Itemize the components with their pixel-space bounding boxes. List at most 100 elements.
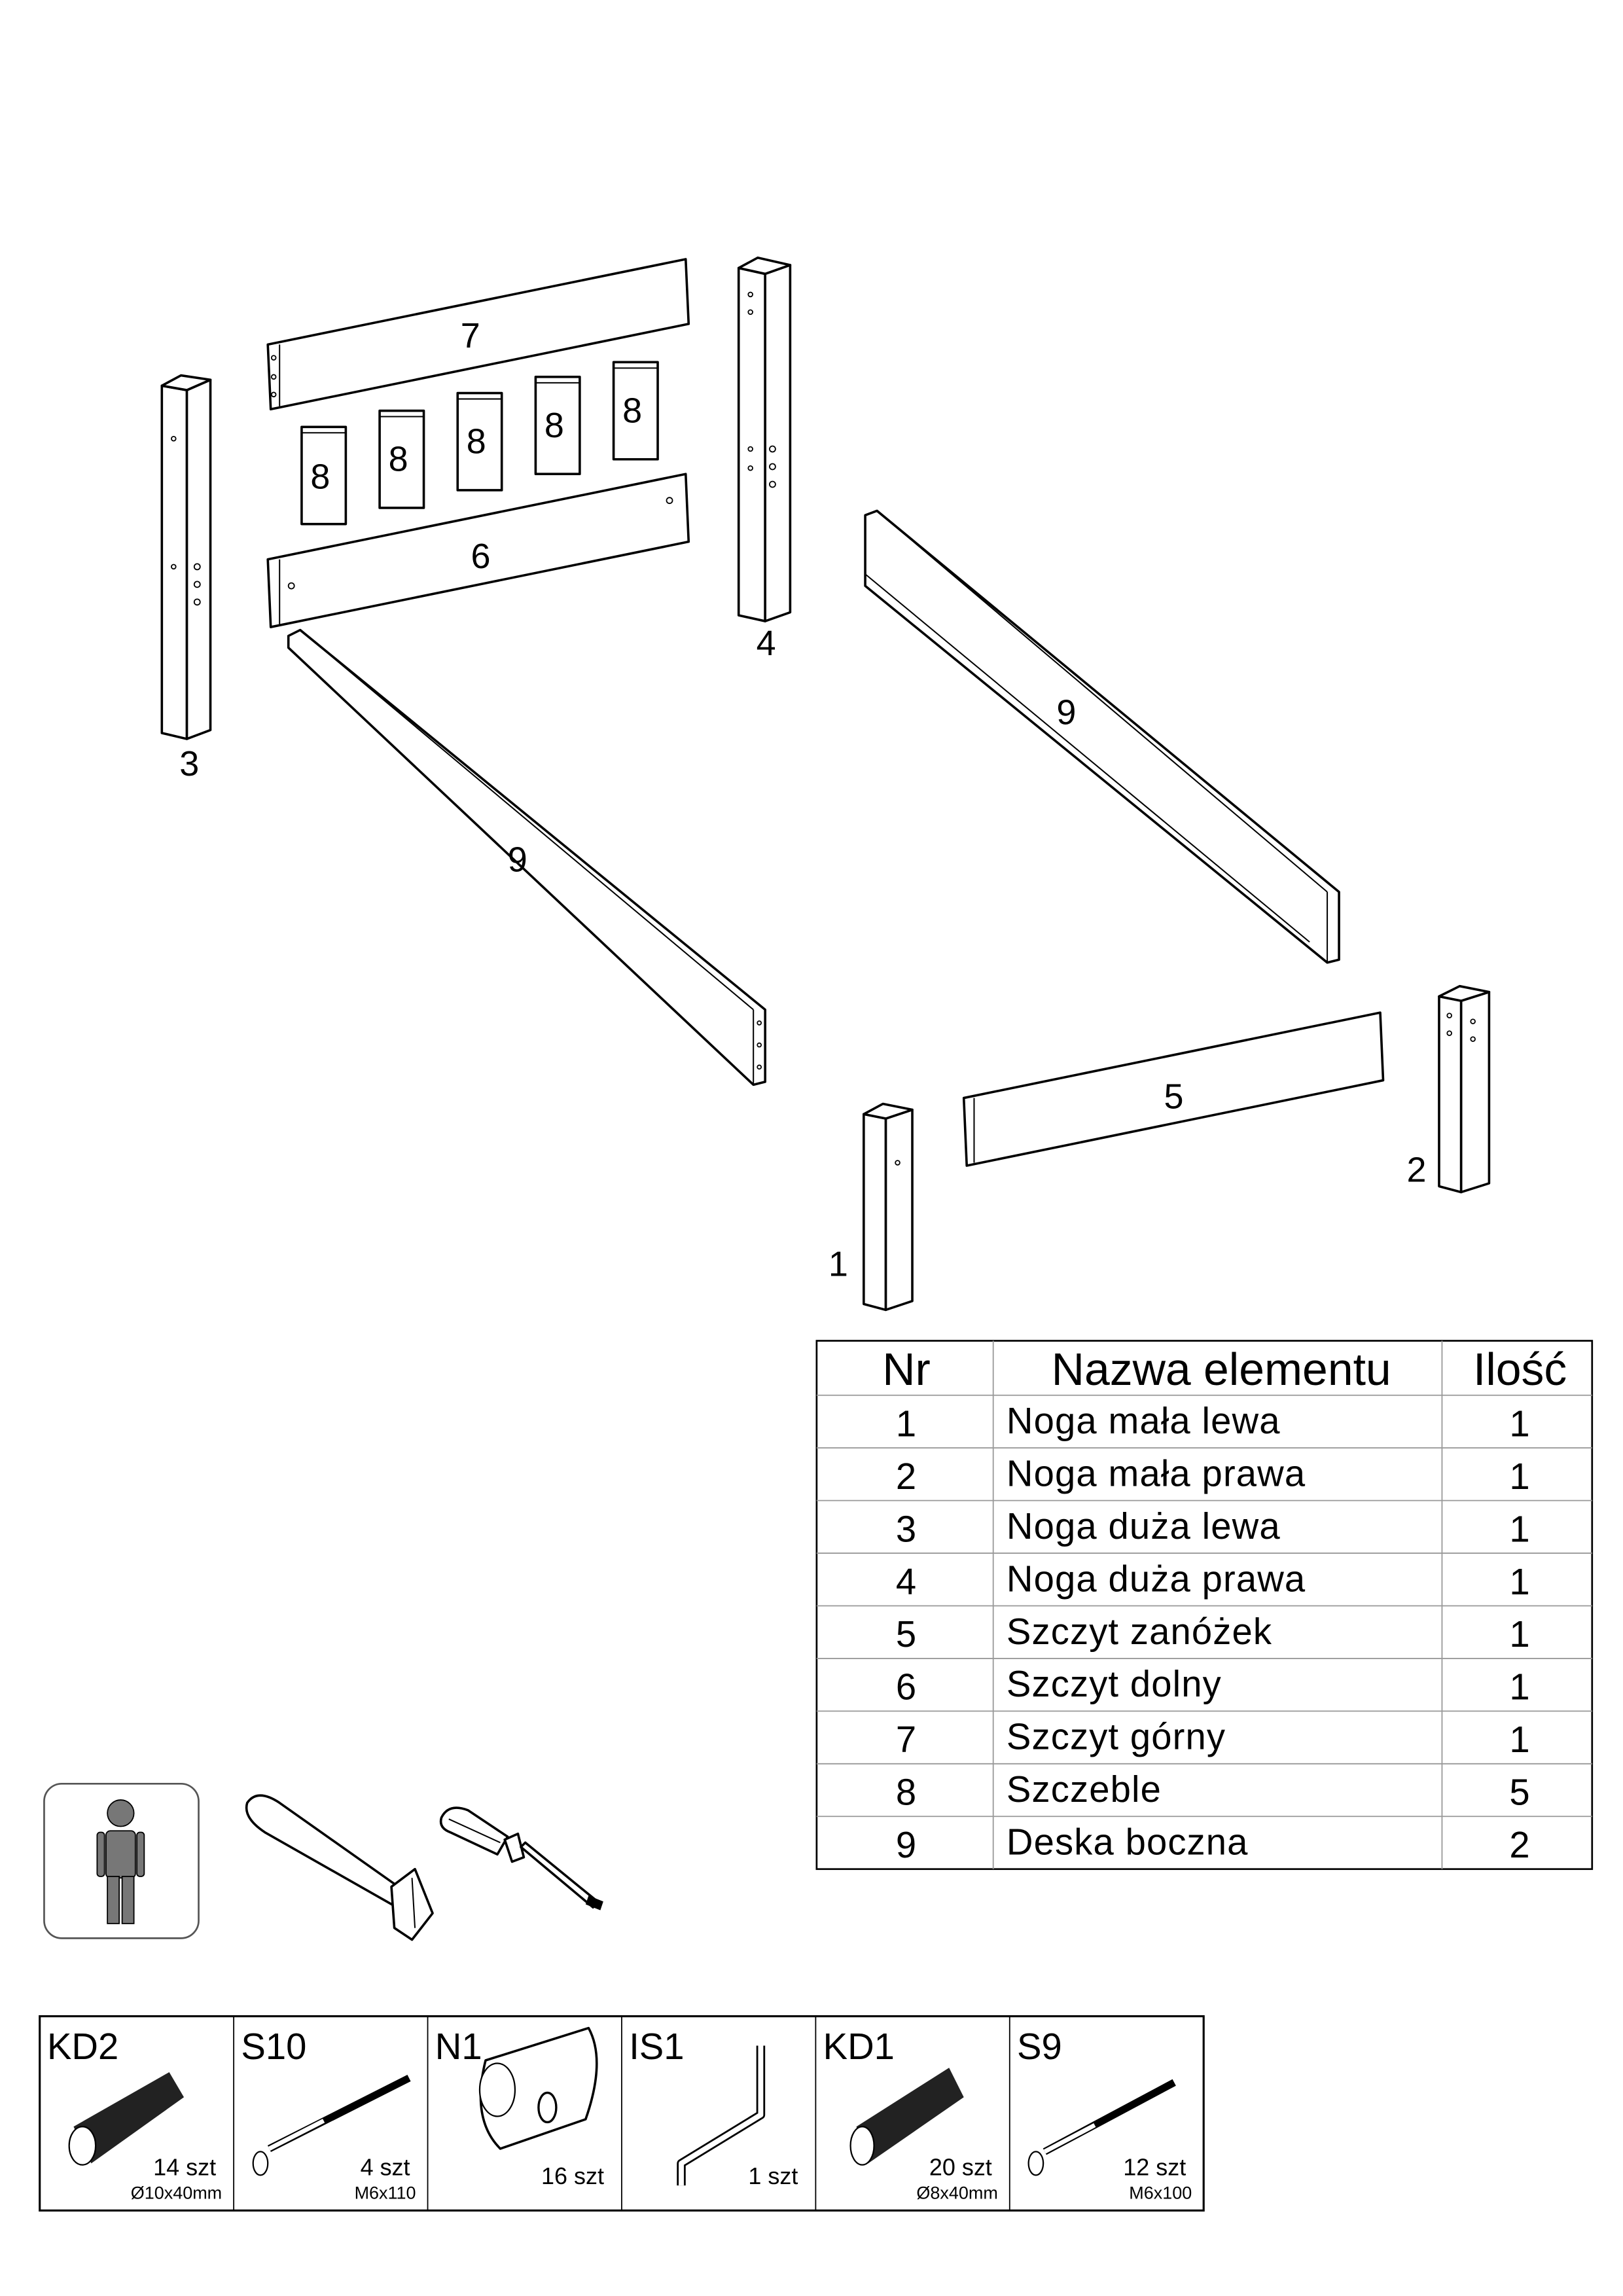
part-side-board-9-right: 9 <box>864 509 1340 964</box>
cell-qty: 5 <box>1509 1772 1530 1813</box>
screwdriver-icon <box>439 1806 603 1910</box>
barrel-nut-n1-icon <box>478 2026 598 2150</box>
table-row: 5 Szczyt zanóżek 1 <box>896 1611 1530 1655</box>
hex-key-is1-icon <box>677 2045 766 2186</box>
label-6: 6 <box>471 537 490 576</box>
cell-nr: 3 <box>896 1508 917 1549</box>
part-leg-4: 4 <box>737 256 792 663</box>
slat: 8 <box>612 361 659 461</box>
hardware-code: S9 <box>1017 2026 1062 2067</box>
cell-name: Szczyt zanóżek <box>1007 1611 1272 1652</box>
label-2: 2 <box>1406 1151 1426 1190</box>
table-row: 1 Noga mała lewa 1 <box>896 1400 1530 1444</box>
hardware-qty: 16 szt <box>541 2162 604 2189</box>
label-5: 5 <box>1164 1077 1183 1116</box>
hardware-qty: 20 szt <box>929 2153 992 2180</box>
cell-name: Szczyt dolny <box>1007 1663 1222 1704</box>
hammer-icon <box>245 1794 434 1941</box>
part-leg-3: 3 <box>160 374 212 783</box>
hardware-spec: Ø8x40mm <box>916 2183 997 2202</box>
hardware-code: KD2 <box>47 2026 118 2067</box>
hardware-qty: 14 szt <box>153 2153 216 2180</box>
part-board-7: 7 <box>266 258 690 411</box>
header-name: Nazwa elementu <box>1052 1344 1391 1395</box>
cell-nr: 6 <box>896 1666 917 1708</box>
cell-nr: 7 <box>896 1719 917 1760</box>
table-row: 4 Noga duża prawa 1 <box>896 1558 1530 1602</box>
cell-nr: 2 <box>896 1456 917 1497</box>
cell-qty: 1 <box>1509 1403 1530 1444</box>
table-row: 9 Deska boczna 2 <box>896 1821 1530 1865</box>
dowel-kd1-icon <box>849 2068 964 2166</box>
part-leg-1: 1 <box>829 1102 914 1312</box>
cell-name: Noga duża prawa <box>1007 1558 1306 1599</box>
table-row: 2 Noga mała prawa 1 <box>896 1452 1530 1497</box>
slat: 8 <box>456 391 503 492</box>
dowel-kd2-icon <box>68 2072 185 2166</box>
cell-name: Noga duża lewa <box>1007 1505 1281 1547</box>
label-8: 8 <box>389 440 408 479</box>
hardware-code: IS1 <box>629 2026 684 2067</box>
cell-name: Noga mała lewa <box>1007 1400 1281 1441</box>
cell-nr: 8 <box>896 1772 917 1813</box>
part-slats-8: 8 8 8 8 8 <box>300 361 659 526</box>
cell-qty: 1 <box>1509 1508 1530 1549</box>
part-board-5: 5 <box>962 1011 1385 1167</box>
label-7: 7 <box>461 316 480 355</box>
slat: 8 <box>534 376 581 476</box>
hardware-spec: Ø10x40mm <box>131 2183 222 2202</box>
slat: 8 <box>378 409 425 509</box>
hardware-spec: M6x110 <box>355 2183 416 2202</box>
header-qty: Ilość <box>1473 1344 1567 1395</box>
cell-nr: 9 <box>896 1824 917 1865</box>
hardware-qty: 4 szt <box>361 2153 410 2180</box>
cell-nr: 1 <box>896 1403 917 1444</box>
label-8: 8 <box>544 406 564 445</box>
cell-nr: 4 <box>896 1561 917 1602</box>
cell-qty: 1 <box>1509 1561 1530 1602</box>
hardware-qty: 1 szt <box>748 2162 798 2189</box>
hardware-qty: 12 szt <box>1123 2153 1186 2180</box>
cell-qty: 1 <box>1509 1613 1530 1655</box>
hardware-spec: M6x100 <box>1129 2183 1192 2202</box>
cell-name: Noga mała prawa <box>1007 1452 1306 1494</box>
cell-name: Szczyt górny <box>1007 1716 1226 1757</box>
label-8: 8 <box>467 422 486 461</box>
label-9-right: 9 <box>1056 692 1076 732</box>
header-nr: Nr <box>882 1344 931 1395</box>
person-icon <box>43 1782 200 1939</box>
part-board-6: 6 <box>266 473 690 628</box>
label-9-left: 9 <box>508 840 527 879</box>
cell-qty: 2 <box>1509 1824 1530 1865</box>
bolt-s10-icon <box>252 2074 411 2176</box>
table-row: 3 Noga duża lewa 1 <box>896 1505 1530 1549</box>
label-1: 1 <box>829 1245 848 1284</box>
cell-qty: 1 <box>1509 1456 1530 1497</box>
part-leg-2: 2 <box>1406 984 1491 1194</box>
table-row: 7 Szczyt górny 1 <box>896 1716 1530 1760</box>
cell-name: Szczeble <box>1007 1768 1162 1810</box>
cell-nr: 5 <box>896 1613 917 1655</box>
part-side-board-9-left: 9 <box>287 628 766 1086</box>
hardware-item: IS1 1 szt <box>629 2026 798 2189</box>
table-row: 8 Szczeble 5 <box>896 1768 1530 1813</box>
bolt-s9-icon <box>1027 2079 1176 2176</box>
hardware-code: S10 <box>241 2026 306 2067</box>
hardware-item: N1 16 szt <box>435 2026 604 2189</box>
slat: 8 <box>300 425 348 526</box>
cell-name: Deska boczna <box>1007 1821 1249 1863</box>
label-3: 3 <box>179 744 199 783</box>
hardware-code: KD1 <box>823 2026 895 2067</box>
hardware-code: N1 <box>435 2026 482 2067</box>
label-4: 4 <box>757 624 776 663</box>
cell-qty: 1 <box>1509 1719 1530 1760</box>
label-8: 8 <box>310 457 330 497</box>
